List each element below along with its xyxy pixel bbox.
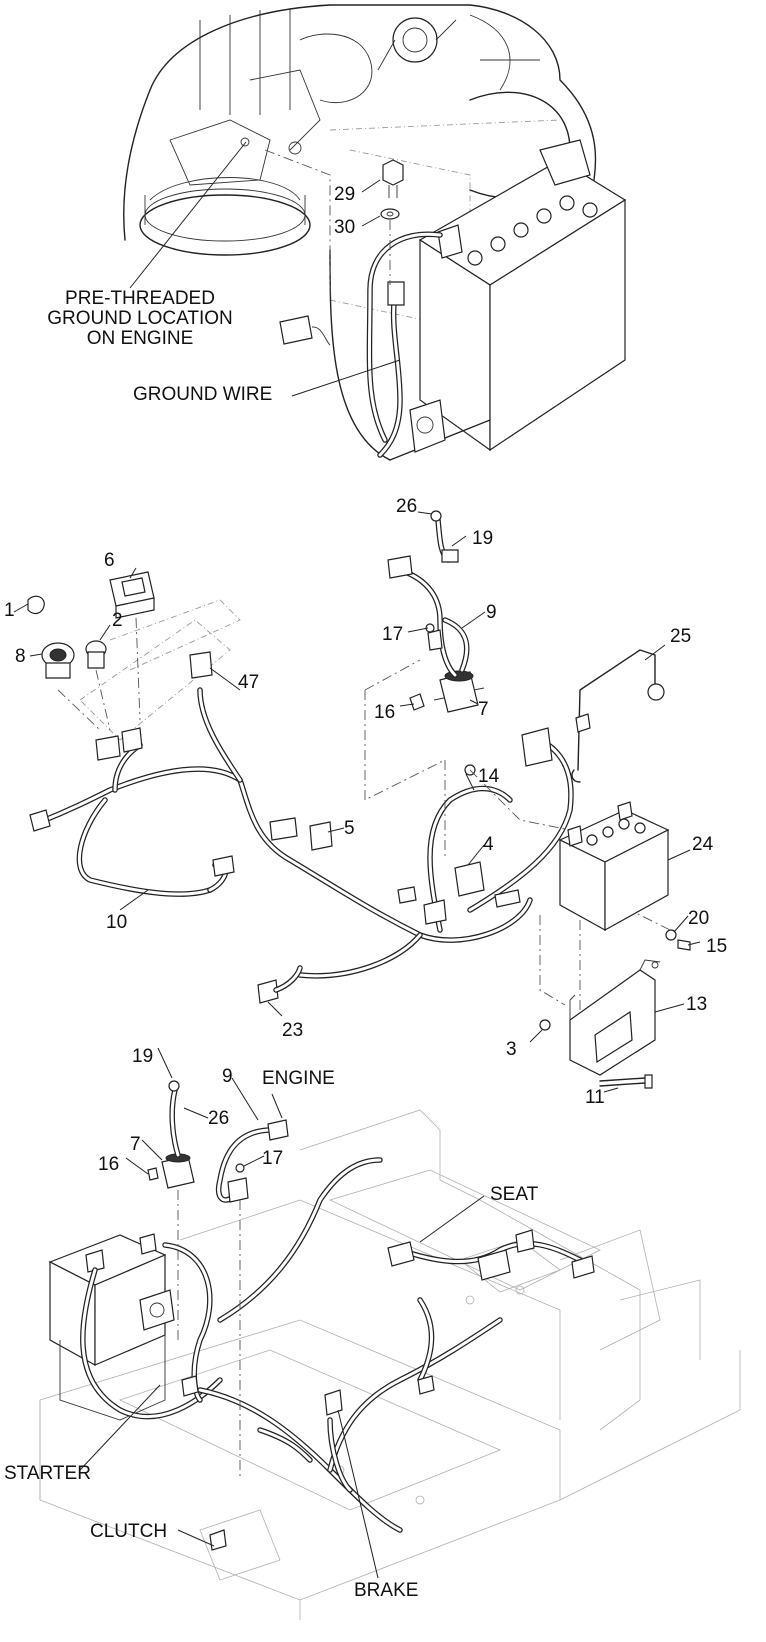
callout-7: 7 [478, 699, 489, 720]
harness-exploded-view: 1 2 3 4 5 6 7 8 9 10 11 13 14 15 16 17 1… [4, 496, 727, 1108]
callout-10: 10 [106, 912, 127, 933]
callout-47: 47 [238, 672, 259, 693]
callout-23: 23 [282, 1020, 303, 1041]
label-pre-threaded: PRE-THREADED [65, 288, 215, 309]
label-ground-location: GROUND LOCATION [47, 308, 232, 329]
callout-26-bottom: 26 [208, 1108, 229, 1129]
callout-4: 4 [483, 834, 494, 855]
callout-2: 2 [112, 610, 123, 631]
label-clutch: CLUTCH [90, 1521, 167, 1542]
callout-30: 30 [334, 217, 355, 238]
key-1 [27, 595, 45, 615]
callout-11: 11 [585, 1087, 605, 1108]
callout-25: 25 [670, 626, 691, 647]
callout-16-bottom: 16 [98, 1154, 119, 1175]
bolt-11 [599, 1074, 653, 1089]
label-on-engine: ON ENGINE [87, 328, 194, 349]
label-engine: ENGINE [262, 1068, 335, 1089]
callout-19: 19 [472, 528, 493, 549]
battery-24 [558, 801, 670, 932]
label-starter: STARTER [4, 1463, 91, 1484]
callout-13: 13 [686, 994, 707, 1015]
screw-15 [677, 939, 691, 951]
washer-30 [380, 208, 400, 220]
bolt-29 [382, 159, 404, 198]
callout-26: 26 [396, 496, 417, 517]
callout-19-bottom: 19 [132, 1046, 153, 1067]
switch-2 [85, 640, 107, 669]
callout-17-bottom: 17 [262, 1148, 283, 1169]
engine-ground-view: 29 30 PRE-THREADED GROUND LOCATION ON EN… [47, 4, 627, 461]
callout-29: 29 [334, 184, 355, 205]
key-switch-8 [41, 642, 75, 679]
callout-16: 16 [374, 702, 395, 723]
callout-9-bottom: 9 [222, 1066, 233, 1087]
callout-24: 24 [692, 834, 714, 855]
callout-5: 5 [344, 818, 355, 839]
label-seat: SEAT [490, 1184, 539, 1205]
starter-solenoid [139, 1289, 175, 1331]
solenoid-7 [433, 670, 485, 713]
callout-9: 9 [486, 602, 497, 623]
screw-16 [409, 693, 425, 711]
connector-23 [257, 979, 279, 1004]
callout-7-bottom: 7 [130, 1134, 141, 1155]
washer-20 [665, 929, 677, 941]
engine-connector [267, 1119, 289, 1141]
hold-down-rod-25 [577, 649, 656, 771]
clutch-switch [209, 1529, 227, 1551]
callout-15: 15 [706, 936, 727, 957]
battery-tray-13 [569, 959, 661, 1076]
callout-8: 8 [15, 646, 26, 667]
label-ground-wire: GROUND WIRE [133, 384, 272, 405]
callout-1: 1 [4, 600, 15, 621]
callout-6: 6 [104, 550, 115, 571]
callout-20: 20 [688, 908, 709, 929]
installed-frame-view: 19 9 26 7 16 17 ENGINE SEAT STARTER CLUT… [4, 1046, 741, 1620]
solenoid-7-bottom [161, 1153, 195, 1189]
callout-17: 17 [382, 624, 403, 645]
seat-connector [387, 1241, 415, 1267]
battery-top-view [418, 139, 627, 452]
switch-6 [109, 571, 155, 619]
brake-connector [324, 1389, 343, 1416]
label-brake: BRAKE [354, 1580, 418, 1601]
callout-14: 14 [478, 766, 500, 787]
nut-3 [539, 1019, 551, 1031]
callout-3: 3 [506, 1039, 517, 1060]
